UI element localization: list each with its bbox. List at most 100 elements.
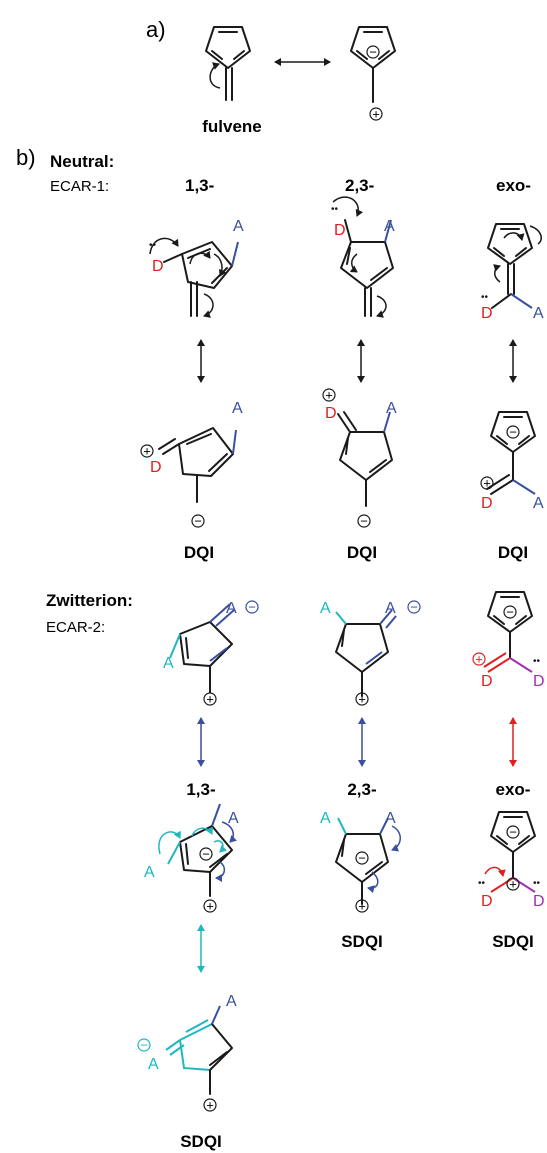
- neutral-heading: Neutral:: [50, 152, 114, 171]
- sdqi-label-exo: SDQI: [492, 932, 534, 951]
- minus-charge-icon: −: [358, 851, 366, 866]
- donor-atom: D: [533, 673, 545, 690]
- acceptor-atom: A: [233, 218, 244, 235]
- svg-text:+: +: [358, 899, 366, 914]
- acceptor-atom: A: [232, 400, 243, 417]
- plus-charge-icon: +: [203, 899, 217, 914]
- lone-pair: ••: [481, 292, 489, 303]
- minus-charge-icon: −: [245, 600, 259, 615]
- minus-charge-icon: −: [407, 600, 421, 615]
- part-b-label: b): [16, 145, 36, 170]
- row-13-header: 1,3-: [186, 780, 215, 799]
- acceptor-atom: A: [144, 864, 155, 881]
- svg-text:−: −: [140, 1038, 148, 1053]
- sdqi-label-13: SDQI: [180, 1132, 222, 1151]
- minus-charge-icon: −: [202, 847, 210, 862]
- plus-charge-icon: +: [509, 877, 517, 892]
- ecar2-13-zwitterion-structure: [169, 603, 235, 693]
- row-23-header: 2,3-: [347, 780, 376, 799]
- plus-charge-icon: +: [322, 388, 336, 403]
- fulvene-structure: [205, 26, 251, 101]
- acceptor-atom: A: [163, 655, 174, 672]
- ecar1-13-neutral-structure: [149, 237, 239, 318]
- lone-pair: ••: [533, 878, 541, 889]
- svg-text:+: +: [206, 692, 214, 707]
- acceptor-atom: A: [226, 600, 237, 617]
- minus-charge-icon: −: [137, 1038, 151, 1053]
- donor-atom: D: [481, 495, 493, 512]
- svg-text:−: −: [248, 600, 256, 615]
- acceptor-atom: A: [320, 600, 331, 617]
- donor-atom: D: [150, 459, 162, 476]
- donor-atom: D: [334, 222, 346, 239]
- lone-pair: ••: [533, 656, 541, 667]
- fulvene-zwitterion-structure: − +: [350, 26, 396, 122]
- svg-text:+: +: [475, 652, 483, 667]
- svg-text:+: +: [143, 444, 151, 459]
- minus-charge-icon: −: [509, 425, 517, 440]
- ecar1-exo-neutral-structure: [487, 223, 543, 309]
- svg-text:+: +: [206, 1098, 214, 1113]
- plus-charge-icon: +: [355, 692, 369, 707]
- acceptor-atom: A: [385, 600, 396, 617]
- minus-charge-icon: −: [506, 605, 514, 620]
- donor-atom: D: [481, 673, 493, 690]
- row-exo-header: exo-: [496, 780, 531, 799]
- donor-atom: D: [533, 893, 545, 910]
- donor-atom: D: [481, 893, 493, 910]
- acceptor-atom: A: [386, 400, 397, 417]
- dqi-exo-structure: −: [486, 411, 536, 495]
- ecar2-23-zwitterion-structure: [335, 609, 397, 697]
- lone-pair: ••: [149, 240, 157, 251]
- part-a-label: a): [146, 17, 166, 42]
- minus-charge-icon: −: [357, 514, 371, 529]
- donor-atom: D: [152, 258, 164, 275]
- svg-text:−: −: [194, 514, 202, 529]
- acceptor-atom: A: [228, 810, 239, 827]
- zwitterion-heading: Zwitterion:: [46, 591, 133, 610]
- acceptor-atom: A: [384, 218, 395, 235]
- acceptor-atom: A: [533, 305, 544, 322]
- dqi-label-13: DQI: [184, 543, 214, 562]
- acceptor-atom: A: [226, 993, 237, 1010]
- acceptor-atom: A: [320, 810, 331, 827]
- plus-charge: +: [372, 107, 380, 122]
- ecar1-label: ECAR-1:: [50, 178, 109, 195]
- dqi-23-structure: [337, 411, 393, 507]
- plus-charge-icon: +: [203, 1098, 217, 1113]
- dqi-label-23: DQI: [347, 543, 377, 562]
- sdqi-label-23: SDQI: [341, 932, 383, 951]
- ecar1-23-neutral-structure: [332, 196, 394, 318]
- svg-text:+: +: [206, 899, 214, 914]
- acceptor-atom: A: [533, 495, 544, 512]
- dqi-13-structure: [158, 427, 237, 503]
- plus-charge-icon: +: [355, 899, 369, 914]
- donor-atom: D: [481, 305, 493, 322]
- ecar2-13-lower-structure: −: [158, 803, 238, 897]
- col-13-header: 1,3-: [185, 176, 214, 195]
- ecar2-label: ECAR-2:: [46, 619, 105, 636]
- acceptor-atom: A: [385, 810, 396, 827]
- lone-pair: ••: [331, 204, 339, 215]
- dqi-label-exo: DQI: [498, 543, 528, 562]
- acceptor-atom: A: [148, 1056, 159, 1073]
- plus-charge-icon: +: [140, 444, 154, 459]
- plus-charge-icon: +: [472, 652, 486, 667]
- minus-charge-icon: −: [509, 825, 517, 840]
- svg-text:−: −: [360, 514, 368, 529]
- minus-charge-icon: −: [191, 514, 205, 529]
- ecar2-23-lower-structure: −: [335, 817, 401, 905]
- ecar2-exo-zwitterion-structure: −: [483, 591, 533, 673]
- ecar2-exo-lower-structure: − +: [484, 811, 536, 893]
- fulvene-name: fulvene: [202, 117, 262, 136]
- plus-charge-icon: +: [480, 476, 494, 491]
- donor-atom: D: [325, 405, 337, 422]
- svg-text:+: +: [358, 692, 366, 707]
- col-23-header: 2,3-: [345, 176, 374, 195]
- sdqi-13-structure: [165, 1005, 233, 1095]
- svg-text:−: −: [410, 600, 418, 615]
- svg-text:+: +: [483, 476, 491, 491]
- svg-text:+: +: [325, 388, 333, 403]
- plus-charge-icon: +: [203, 692, 217, 707]
